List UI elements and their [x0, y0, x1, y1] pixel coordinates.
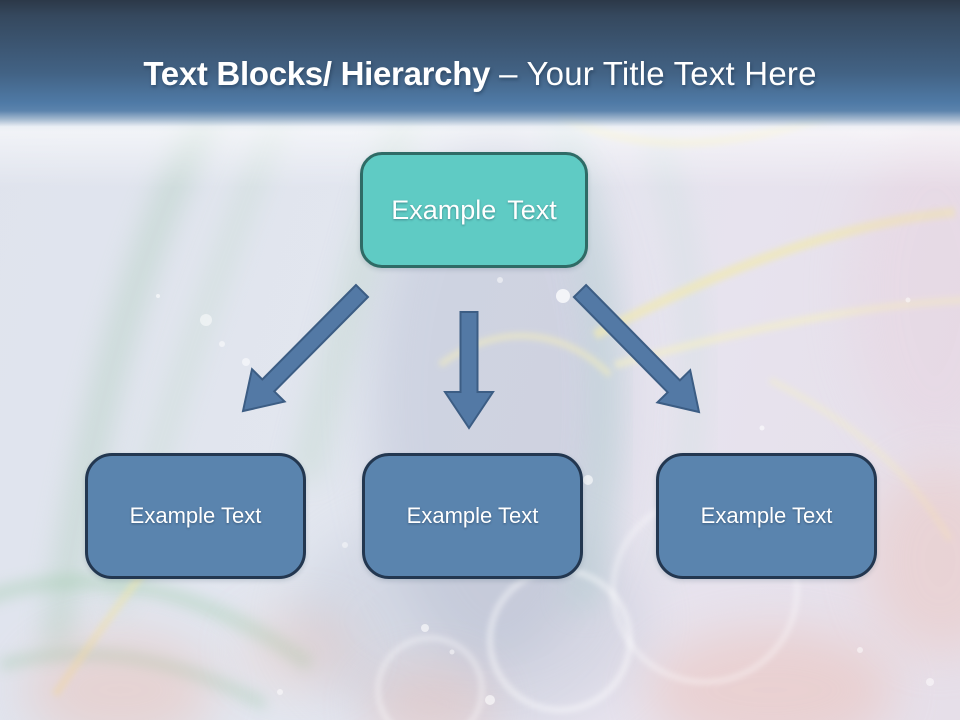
slide-title: Text Blocks/ Hierarchy– Your Title Text …: [0, 54, 960, 94]
child-text-block-1: Example Text: [85, 453, 306, 579]
slide-title-bold: Text Blocks/ Hierarchy: [143, 55, 491, 92]
child-text-block-1-label: Example Text: [129, 503, 262, 528]
arrow-down-icon: [443, 311, 495, 430]
child-text-block-3-label: Example Text: [700, 503, 833, 528]
header-bar: [0, 0, 960, 132]
arrow-down-left-icon: [241, 283, 370, 413]
child-text-block-2: Example Text: [362, 453, 583, 579]
arrow-down-right-icon: [572, 283, 701, 414]
slide-title-regular: – Your Title Text Here: [499, 55, 817, 92]
child-text-block-3: Example Text: [656, 453, 877, 579]
root-text-block: Example Text: [360, 152, 588, 268]
root-text-block-label: Example Text: [391, 194, 557, 225]
child-text-block-2-label: Example Text: [406, 503, 539, 528]
